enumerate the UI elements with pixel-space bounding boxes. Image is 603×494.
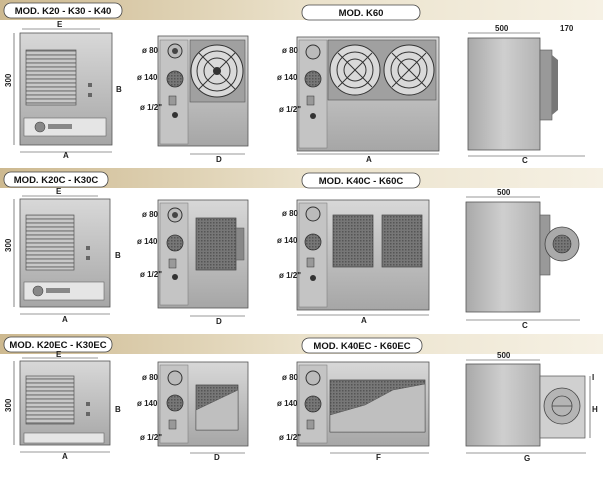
side-view: ø 80 ø 140 ø 1/2" D [137,35,249,164]
svg-text:ø 1/2": ø 1/2" [140,103,162,112]
section-band [0,168,603,188]
section-standard: MOD. K20 - K30 - K40 MOD. K60 E 300 B A [0,0,603,165]
svg-text:D: D [214,453,220,462]
svg-text:ø 140: ø 140 [137,237,158,246]
svg-text:ø 1/2": ø 1/2" [140,270,162,279]
k60c-view: ø 80 ø 140 ø 1/2" A [277,199,430,325]
svg-text:B: B [116,85,122,94]
svg-text:ø 80: ø 80 [282,46,299,55]
svg-text:B: B [115,251,121,260]
svg-text:D: D [216,155,222,164]
svg-text:G: G [524,454,530,463]
depth-view: 500 C [465,188,580,330]
section-band [0,0,603,20]
svg-text:E: E [57,20,63,29]
svg-text:300: 300 [4,398,13,412]
svg-text:E: E [56,350,62,359]
svg-text:170: 170 [560,24,574,33]
front-view: E 300 B A [4,20,122,160]
louvre-panel [25,49,77,106]
left-model-label: MOD. K20C - K30C [14,175,99,186]
svg-text:300: 300 [4,73,13,87]
svg-text:A: A [366,155,372,164]
depth-view: 500 170 C [467,24,585,165]
svg-text:ø 1/2": ø 1/2" [279,271,301,280]
svg-text:ø 1/2": ø 1/2" [279,105,301,114]
right-model-label: MOD. K40C - K60C [319,176,404,187]
svg-text:H: H [592,405,598,414]
svg-text:C: C [522,156,528,165]
svg-text:A: A [63,151,69,160]
svg-text:I: I [592,373,594,382]
svg-text:ø 140: ø 140 [137,73,158,82]
svg-text:ø 80: ø 80 [282,209,299,218]
svg-text:ø 140: ø 140 [277,73,298,82]
left-model-label: MOD. K20 - K30 - K40 [15,6,112,17]
svg-text:300: 300 [4,238,13,252]
model-pill [3,2,123,19]
depth-view: 500 I H G [465,351,598,463]
k60ec-view: ø 80 ø 140 ø 1/2" F [277,361,430,462]
svg-text:A: A [62,452,68,461]
front-view: E 300 B A [4,187,121,324]
svg-text:ø 80: ø 80 [142,373,159,382]
svg-text:ø 80: ø 80 [282,373,299,382]
svg-text:500: 500 [497,188,511,197]
model-pill [301,4,421,21]
svg-text:ø 1/2": ø 1/2" [140,433,162,442]
svg-text:ø 140: ø 140 [277,399,298,408]
svg-text:500: 500 [497,351,511,360]
svg-text:ø 140: ø 140 [277,236,298,245]
svg-text:F: F [376,453,381,462]
section-band [0,334,603,354]
svg-text:A: A [361,316,367,325]
svg-text:D: D [216,317,222,326]
section-ec: MOD. K20EC - K30EC MOD. K40EC - K60EC E … [0,334,603,463]
right-model-label: MOD. K60 [339,8,384,19]
svg-text:C: C [522,321,528,330]
svg-text:ø 80: ø 80 [142,46,159,55]
side-view: ø 80 ø 140 ø 1/2" D [137,199,249,326]
k60-view: ø 80 ø 140 ø 1/2" A [277,36,440,164]
svg-text:500: 500 [495,24,509,33]
svg-text:ø 1/2": ø 1/2" [279,433,301,442]
svg-text:ø 80: ø 80 [142,210,159,219]
right-model-label: MOD. K40EC - K60EC [313,341,410,352]
left-model-label: MOD. K20EC - K30EC [9,340,106,351]
front-view: E 300 B A [4,350,121,461]
svg-text:A: A [62,315,68,324]
svg-text:ø 140: ø 140 [137,399,158,408]
svg-text:E: E [56,187,62,196]
svg-text:B: B [115,405,121,414]
side-view: ø 80 ø 140 ø 1/2" D [137,361,249,462]
section-c: MOD. K20C - K30C MOD. K40C - K60C E 300 … [0,168,603,330]
